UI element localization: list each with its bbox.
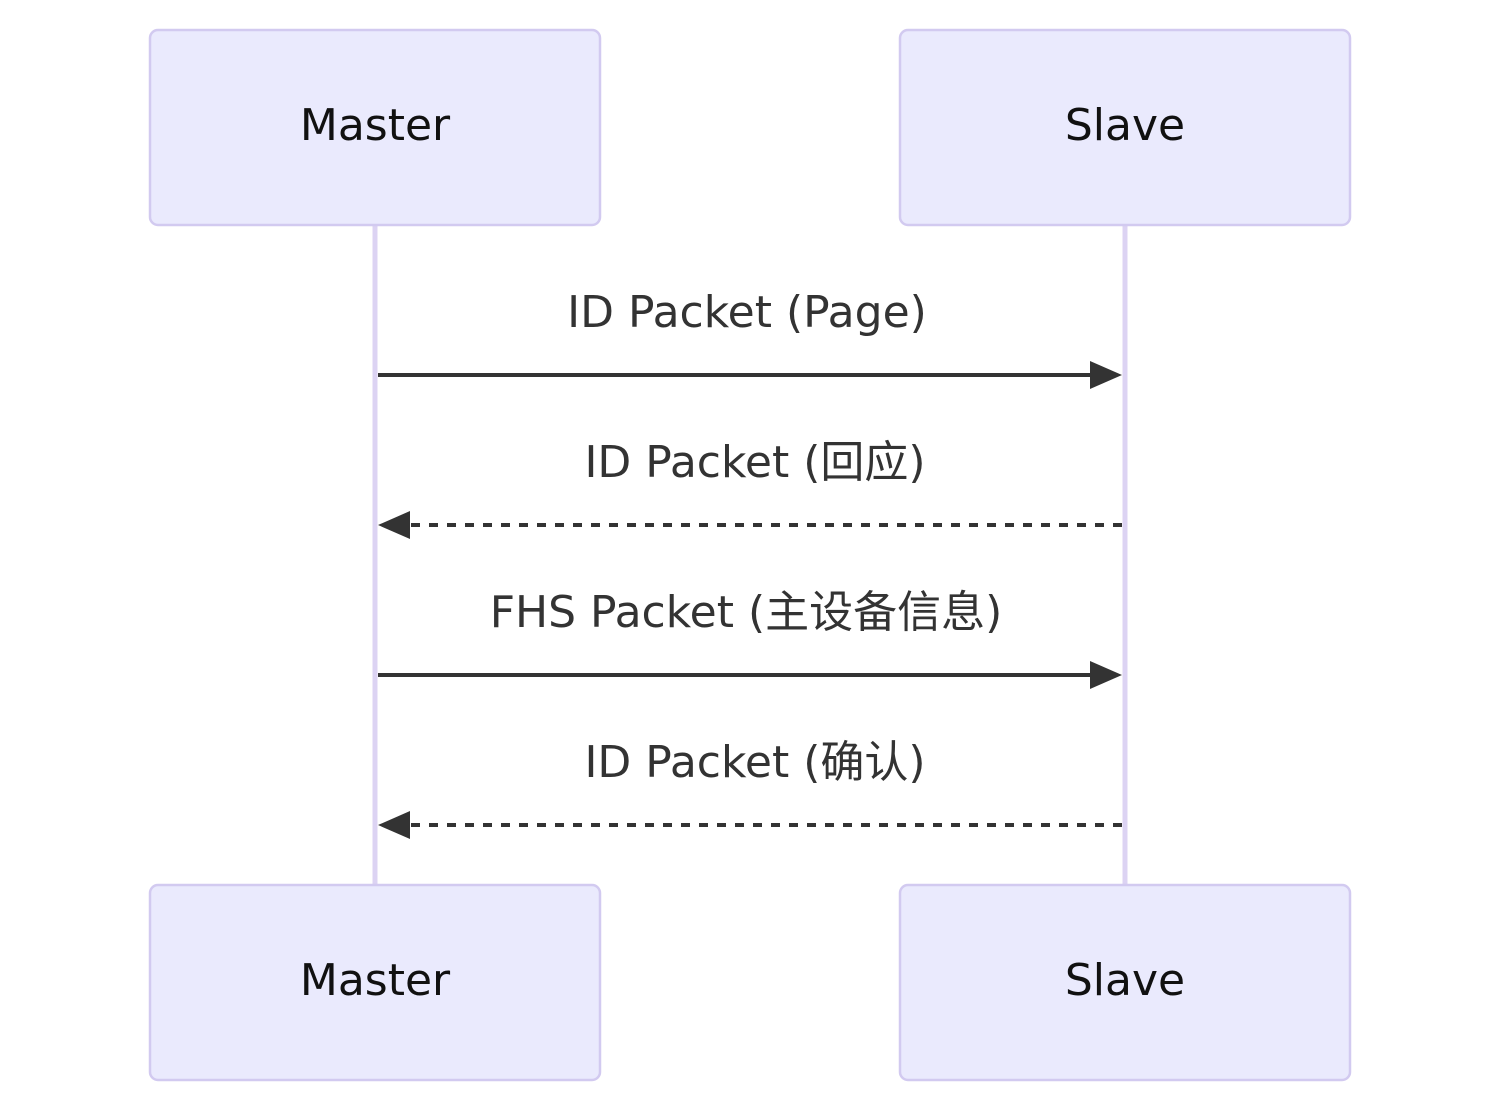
actor-master-top-label: Master [300,100,451,151]
message-4-arrowhead [378,811,410,839]
message-1-arrowhead [1090,361,1122,389]
message-2: ID Packet (回应) [378,437,1122,539]
message-3: FHS Packet (主设备信息) [378,587,1122,689]
message-1-label: ID Packet (Page) [567,287,927,338]
actor-master-bottom-label: Master [300,955,451,1006]
actor-slave-top[interactable]: Slave [898,28,1352,227]
message-2-label: ID Packet (回应) [584,437,925,488]
actor-slave-bottom-label: Slave [1065,955,1185,1006]
message-3-arrowhead [1090,661,1122,689]
message-1: ID Packet (Page) [378,287,1122,389]
actor-slave-top-label: Slave [1065,100,1185,151]
message-4-label: ID Packet (确认) [584,737,925,788]
actor-master-bottom[interactable]: Master [148,883,602,1082]
message-4: ID Packet (确认) [378,737,1122,839]
actor-slave-bottom[interactable]: Slave [898,883,1352,1082]
actor-master-top[interactable]: Master [148,28,602,227]
message-2-arrowhead [378,511,410,539]
message-3-label: FHS Packet (主设备信息) [490,587,1003,638]
